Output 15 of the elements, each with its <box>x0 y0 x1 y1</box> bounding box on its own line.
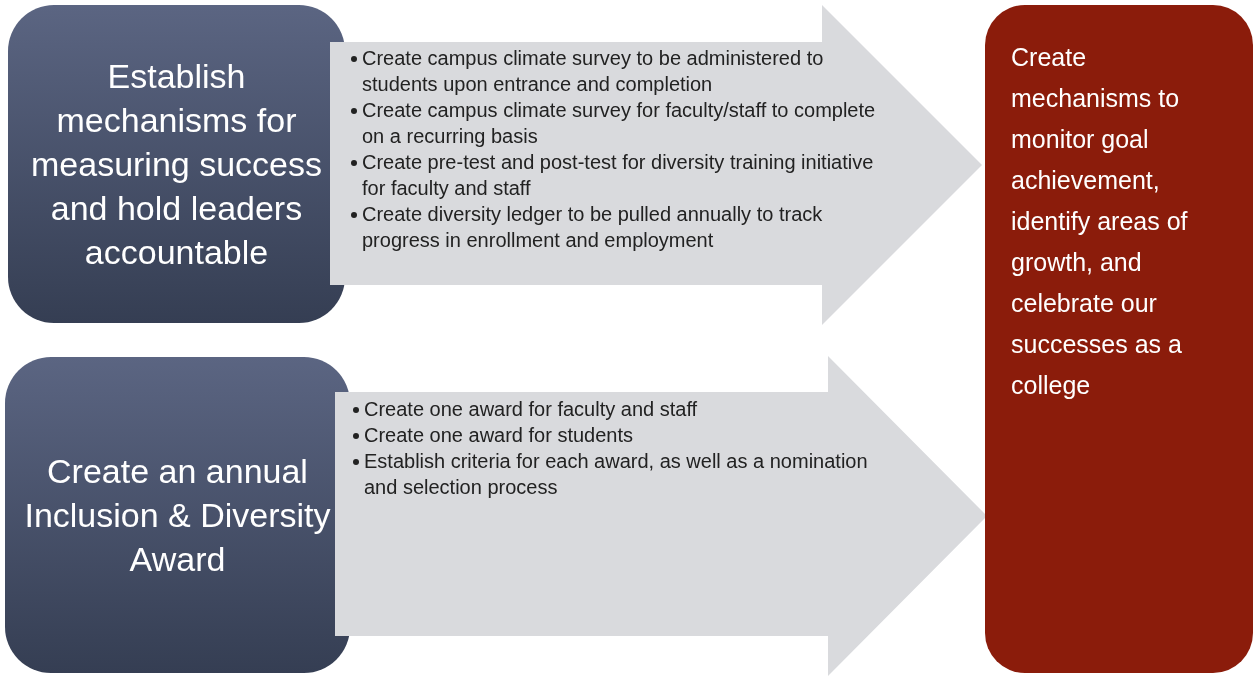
bullet-item: Create diversity ledger to be pulled annually to track progress in enrollment and employment <box>362 202 824 253</box>
goal-title: Create an annual Inclusion & Diversity Award <box>23 451 332 580</box>
bullet-item: Create campus climate survey to be administered to students upon entrance and completion <box>362 46 825 97</box>
outcome-box <box>985 5 1253 673</box>
goal-box <box>8 5 345 323</box>
outcome-text: Create mechanisms to monitor goal achievement, identify areas of growth, and celebrate our successes as a college <box>1011 43 1188 399</box>
arrow-shape <box>335 356 987 676</box>
bullet-item: Create campus climate survey for faculty/staff to complete on a recurring basis <box>362 98 877 149</box>
bullet-item: Establish criteria for each award, as well as a nomination and selection process <box>364 449 869 500</box>
goal-box <box>5 357 350 673</box>
bullet-item: Create one award for students <box>364 423 635 448</box>
goal-title: Establish mechanisms for measuring success and hold leaders accountable <box>30 56 323 273</box>
bullet-item: Create one award for faculty and staff <box>364 397 699 422</box>
arrow-shape <box>330 5 982 325</box>
bullet-item: Create pre-test and post-test for diversity training initiative for faculty and staff <box>362 150 875 201</box>
